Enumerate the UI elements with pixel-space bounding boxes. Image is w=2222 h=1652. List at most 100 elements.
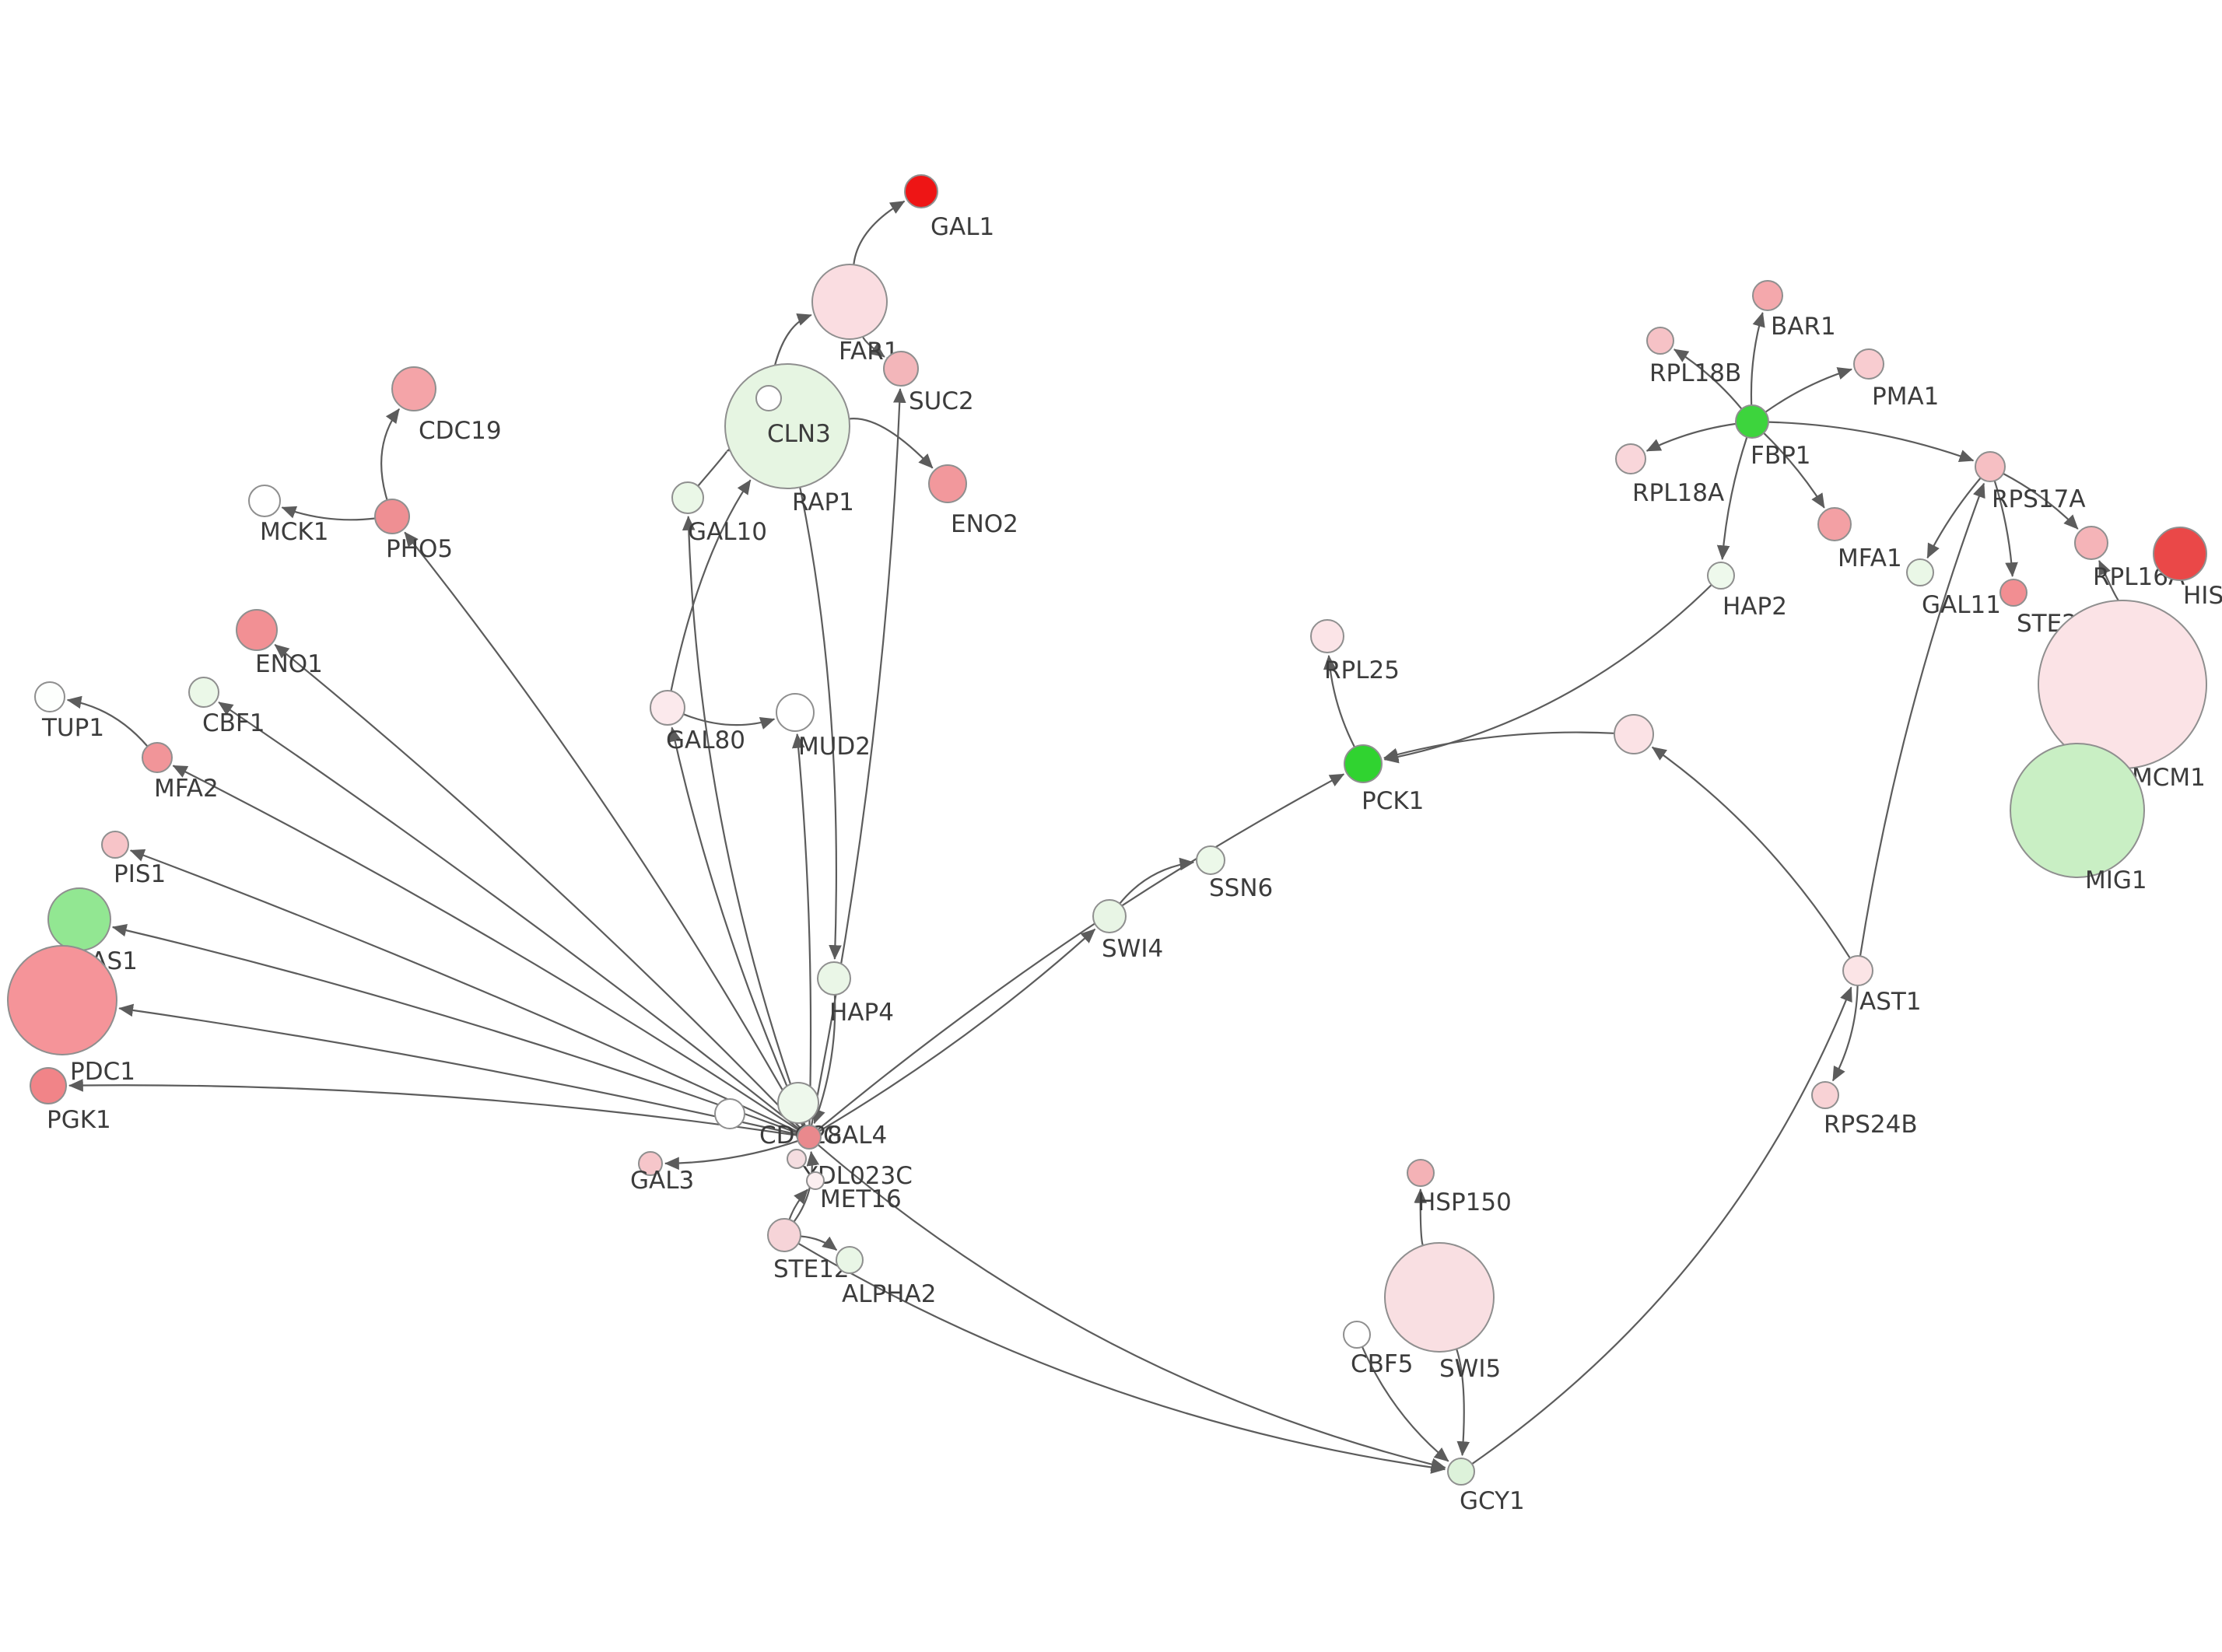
node-YDL023C[interactable] (787, 1149, 807, 1169)
edge-GAL4-GCY1[interactable] (817, 1143, 1446, 1471)
node-RPL25[interactable] (1310, 619, 1344, 653)
node-MFA1[interactable] (1817, 507, 1852, 541)
node-PCK1[interactable] (1344, 744, 1383, 783)
edge-AST1-U1[interactable] (1651, 746, 1851, 959)
node-RPL18B[interactable] (1646, 327, 1674, 355)
node-MUD2[interactable] (776, 693, 815, 732)
node-CBF5[interactable] (1343, 1321, 1371, 1349)
edge-FBP1-RPS17A[interactable] (1768, 421, 1975, 462)
node-CBF1[interactable] (188, 677, 219, 708)
node-GAL10[interactable] (671, 481, 704, 514)
edge-GAL4-MFA2[interactable] (172, 765, 801, 1132)
node-STE2[interactable] (1999, 579, 2027, 607)
node-ENO1[interactable] (236, 609, 278, 651)
edge-MFA2-TUP1[interactable] (66, 695, 149, 747)
edge-SWI5-HSP150[interactable] (1414, 1188, 1427, 1246)
edge-RAP1-HAP4[interactable] (799, 487, 842, 960)
edge-FAR1-SUC2[interactable] (861, 336, 885, 358)
edge-GAL4-ENO1[interactable] (274, 644, 802, 1129)
edge-RPS17A-STE2[interactable] (1993, 480, 2018, 577)
edge-CBF5-GCY1[interactable] (1361, 1346, 1449, 1462)
node-MET16[interactable] (806, 1171, 825, 1190)
node-GAL80[interactable] (650, 690, 685, 726)
edge-HAP4-GAL4[interactable] (812, 994, 836, 1125)
node-GAL4[interactable] (797, 1125, 822, 1150)
node-AST1[interactable] (1842, 955, 1873, 986)
node-PHO5[interactable] (374, 499, 410, 534)
edge-PHO5-CDC19[interactable] (380, 408, 400, 501)
node-CLN3[interactable] (755, 385, 782, 411)
edge-GAL4-PIS1[interactable] (129, 849, 799, 1133)
node-RPL16A[interactable] (2074, 526, 2108, 560)
node-RPS17A[interactable] (1975, 451, 2006, 482)
edge-GAL80-MUD2[interactable] (682, 713, 776, 730)
node-BAR1[interactable] (1752, 280, 1783, 311)
edge-PCK1-RPL25[interactable] (1323, 654, 1356, 748)
edge-FBP1-BAR1[interactable] (1750, 312, 1765, 406)
edge-FBP1-RPL18A[interactable] (1645, 422, 1737, 452)
node-FBP1[interactable] (1735, 404, 1769, 439)
node-RPS24B[interactable] (1811, 1081, 1839, 1109)
edge-GAL4-PCK1[interactable] (817, 773, 1345, 1131)
node-SWI4[interactable] (1092, 899, 1127, 933)
edge-GAL4-GAL10[interactable] (682, 516, 806, 1127)
edge-U1-PCK1[interactable] (1383, 731, 1615, 761)
edge-GAL80-RAP1[interactable] (670, 479, 752, 691)
node-MIG1[interactable] (2010, 743, 2145, 878)
node-HSP150[interactable] (1407, 1159, 1435, 1187)
node-FAR1[interactable] (811, 264, 888, 340)
node-GAL11[interactable] (1906, 558, 1934, 586)
edge-GAL4-CBF1[interactable] (218, 701, 801, 1131)
edge-STE12-MET16[interactable] (788, 1188, 808, 1220)
node-MCK1[interactable] (248, 485, 281, 517)
edge-GAL4-MUD2[interactable] (791, 733, 812, 1126)
edge-AST1-RPS24B[interactable] (1831, 985, 1859, 1082)
edge-STE12-GAL4[interactable] (793, 1150, 820, 1223)
node-MCM1[interactable] (2038, 600, 2207, 769)
edge-GAL4-PDC1[interactable] (118, 1003, 798, 1136)
edge-FAR1-GAL1[interactable] (853, 200, 906, 265)
edge-SWI5-GCY1[interactable] (1456, 1349, 1470, 1457)
edge-RPS17A-RPL16A[interactable] (2003, 472, 2079, 530)
node-MFA2[interactable] (142, 742, 173, 773)
node-HIS4[interactable] (2153, 527, 2207, 581)
edge-STE12-GCY1[interactable] (797, 1242, 1446, 1474)
edge-FBP1-MFA1[interactable] (1763, 432, 1825, 509)
edge-GAL4-SUC2[interactable] (810, 388, 906, 1126)
node-SSN6[interactable] (1196, 845, 1225, 875)
edge-RAP1-ENO2[interactable] (849, 418, 934, 469)
node-PGK1[interactable] (30, 1067, 67, 1104)
node-GAL3[interactable] (638, 1151, 663, 1176)
edge-STE12-ALPHA2[interactable] (800, 1235, 838, 1251)
node-CDC28[interactable] (777, 1082, 819, 1124)
edge-GCY1-AST1[interactable] (1471, 986, 1852, 1465)
edge-AST1-RPS17A[interactable] (1859, 482, 1985, 957)
edge-FBP1-HAP2[interactable] (1716, 436, 1748, 561)
edge-PHO5-MCK1[interactable] (281, 506, 376, 521)
node-U1[interactable] (1614, 714, 1654, 754)
edge-GAL4-PHO5[interactable] (404, 531, 804, 1128)
node-SWI5[interactable] (1384, 1242, 1495, 1353)
node-STE12[interactable] (767, 1218, 801, 1252)
node-GCY1[interactable] (1447, 1458, 1475, 1486)
edge-HAP2-PCK1[interactable] (1383, 584, 1712, 764)
edge-FBP1-RPL18B[interactable] (1673, 348, 1743, 410)
node-ALPHA2[interactable] (836, 1246, 864, 1274)
edge-SWI4-SSN6[interactable] (1119, 857, 1195, 905)
edge-GAL4-GAL80[interactable] (668, 726, 805, 1127)
node-HAP4[interactable] (817, 961, 851, 996)
edge-GAL10-RAP1[interactable] (697, 439, 742, 487)
node-PDC1[interactable] (7, 945, 117, 1055)
edge-RPS17A-GAL11[interactable] (1926, 477, 1982, 559)
edge-FBP1-PMA1[interactable] (1765, 367, 1852, 413)
node-RAS1[interactable] (47, 887, 111, 951)
node-ENO2[interactable] (928, 464, 967, 503)
node-TUP1[interactable] (34, 681, 65, 712)
edge-GAL4-RAS1[interactable] (111, 923, 799, 1134)
edge-GAL4-GAL3[interactable] (664, 1139, 799, 1171)
node-PMA1[interactable] (1853, 348, 1884, 380)
node-RPL18A[interactable] (1615, 443, 1646, 474)
node-GAL1[interactable] (904, 174, 938, 208)
